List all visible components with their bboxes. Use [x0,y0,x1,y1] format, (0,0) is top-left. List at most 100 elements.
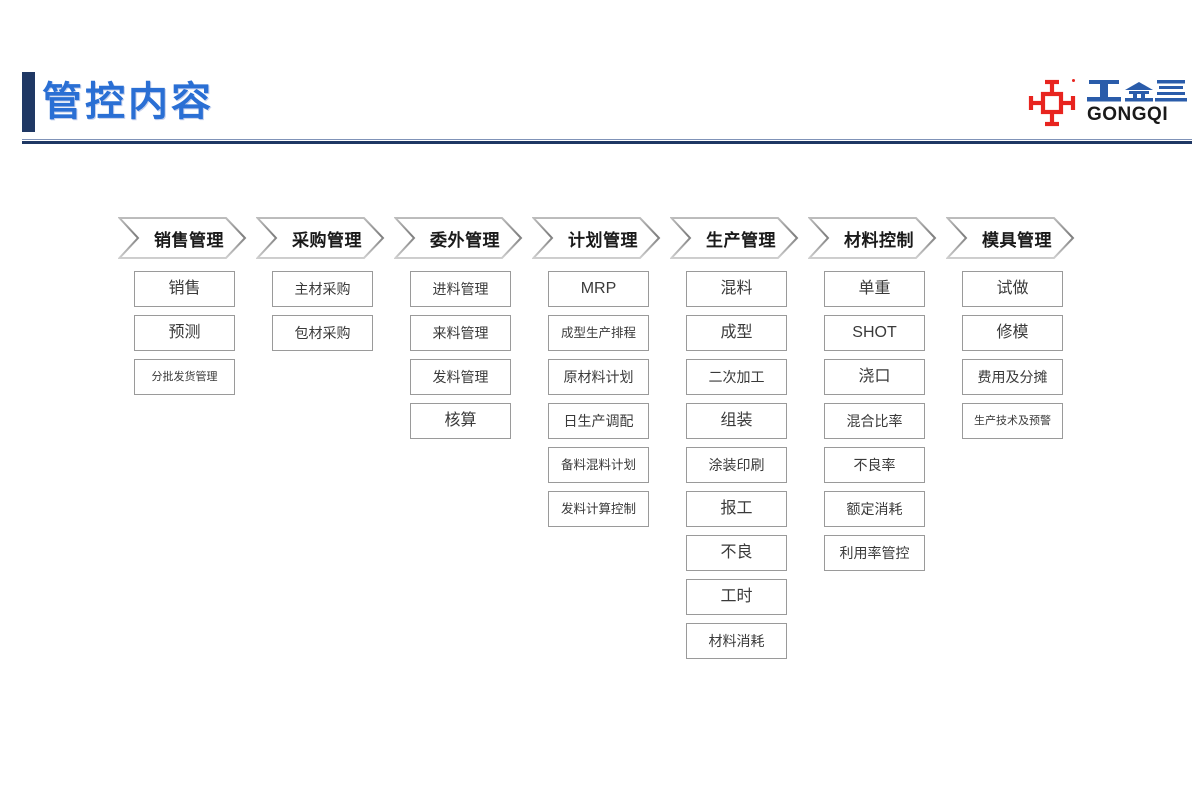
flow-column-items-4: 混料成型二次加工组装涂装印刷报工不良工时材料消耗 [686,271,816,659]
flow-item-label: 销售 [168,280,201,297]
flow-item-box[interactable]: 不良率 [824,447,925,483]
flow-item-box[interactable]: SHOT [824,315,925,351]
flow-column-header-3[interactable]: 计划管理 [532,216,662,260]
flow-column-items-5: 单重 SHOT 浇口混合比率不良率额定消耗利用率管控 [824,271,954,571]
flow-item-label: 不良率 [853,457,896,473]
flow-item-label: 成型生产排程 [560,325,636,340]
flow-column-3: 计划管理 MRP 成型生产排程原材料计划日生产调配备料混料计划发料计算控制 [532,216,678,535]
flow-item-label: 材料消耗 [708,633,765,649]
flow-column-header-2[interactable]: 委外管理 [394,216,524,260]
flow-item-box[interactable]: MRP [548,271,649,307]
flow-item-label: 日生产调配 [563,413,634,429]
flow-column-0: 销售管理销售预测分批发货管理 [118,216,264,403]
flow-item-box[interactable]: 利用率管控 [824,535,925,571]
flow-item-box[interactable]: 混料 [686,271,787,307]
flow-column-header-4[interactable]: 生产管理 [670,216,800,260]
flow-item-box[interactable]: 涂装印刷 [686,447,787,483]
flow-item-box[interactable]: 报工 [686,491,787,527]
flow-item-box[interactable]: 主材采购 [272,271,373,307]
flow-item-label: 涂装印刷 [708,457,765,473]
flow-item-box[interactable]: 工时 [686,579,787,615]
title-accent-bar [22,72,35,132]
flow-item-label: 生产技术及预警 [974,414,1051,427]
flow-item-box[interactable]: 混合比率 [824,403,925,439]
flow-item-label: 发料管理 [432,369,489,385]
flow-column-header-label: 委外管理 [430,230,500,250]
flow-column-header-label: 材料控制 [844,230,914,250]
flow-item-box[interactable]: 成型生产排程 [548,315,649,351]
flow-item-box[interactable]: 成型 [686,315,787,351]
flow-item-label: 浇口 [858,368,891,385]
flow-column-header-label: 模具管理 [982,230,1052,250]
flow-column-items-3: MRP 成型生产排程原材料计划日生产调配备料混料计划发料计算控制 [548,271,678,527]
flow-item-label: 费用及分摊 [977,369,1048,385]
flow-column-header-0[interactable]: 销售管理 [118,216,248,260]
flow-item-label: 单重 [858,280,891,297]
logo-en-text: GONGQI [1087,104,1169,125]
flow-item-box[interactable]: 费用及分摊 [962,359,1063,395]
flow-item-box[interactable]: 浇口 [824,359,925,395]
logo-cn-glyphs [1087,77,1187,105]
flow-item-box[interactable]: 发料计算控制 [548,491,649,527]
flow-item-label: 发料计算控制 [560,501,636,516]
flow-column-6: 模具管理试做修模费用及分摊生产技术及预警 [946,216,1092,447]
flow-item-box[interactable]: 组装 [686,403,787,439]
flow-column-header-1[interactable]: 采购管理 [256,216,386,260]
flow-column-items-1: 主材采购包材采购 [272,271,402,351]
flow-item-label: 试做 [996,280,1029,297]
flow-item-label: 额定消耗 [846,501,903,517]
flow-item-label: 利用率管控 [839,545,910,561]
flow-item-box[interactable]: 日生产调配 [548,403,649,439]
flow-item-box[interactable]: 发料管理 [410,359,511,395]
flow-item-label: 原材料计划 [563,369,634,385]
logo-wordmark: GONGQI [1087,77,1187,129]
flow-column-header-6[interactable]: 模具管理 [946,216,1076,260]
flow-item-label: 修模 [996,324,1029,341]
flow-column-header-5[interactable]: 材料控制 [808,216,938,260]
flow-item-box[interactable]: 单重 [824,271,925,307]
flow-item-box[interactable]: 材料消耗 [686,623,787,659]
flow-item-label: 混合比率 [846,413,903,429]
flow-item-box[interactable]: 修模 [962,315,1063,351]
flow-item-box[interactable]: 试做 [962,271,1063,307]
flow-item-label: 预测 [168,324,201,341]
flow-item-label: 二次加工 [708,369,765,385]
flow-item-label: 备料混料计划 [560,457,636,472]
flow-item-box[interactable]: 预测 [134,315,235,351]
flow-item-box[interactable]: 来料管理 [410,315,511,351]
page-header: 管控内容 [0,0,1200,150]
flow-column-header-label: 生产管理 [706,230,776,250]
flow-item-box[interactable]: 生产技术及预警 [962,403,1063,439]
flow-column-header-label: 计划管理 [568,230,638,250]
flow-item-label: 组装 [720,412,753,429]
flow-item-box[interactable]: 额定消耗 [824,491,925,527]
flow-column-items-2: 进料管理来料管理发料管理核算 [410,271,540,439]
flow-item-label: 混料 [720,280,753,297]
flow-item-label: 主材采购 [294,281,351,297]
flow-item-box[interactable]: 二次加工 [686,359,787,395]
flow-item-label: 工时 [720,588,753,605]
flow-item-label: 分批发货管理 [151,370,218,383]
flow-item-label: 报工 [720,500,753,517]
flow-item-label: MRP [580,280,617,297]
flow-item-box[interactable]: 进料管理 [410,271,511,307]
flow-column-4: 生产管理混料成型二次加工组装涂装印刷报工不良工时材料消耗 [670,216,816,667]
flow-item-box[interactable]: 分批发货管理 [134,359,235,395]
flow-item-box[interactable]: 包材采购 [272,315,373,351]
header-rule-thin [22,139,1192,140]
flow-item-box[interactable]: 销售 [134,271,235,307]
flow-item-label: 不良 [720,544,753,561]
flow-item-label: 成型 [720,324,753,341]
flow-item-label: SHOT [852,324,897,341]
flow-item-box[interactable]: 原材料计划 [548,359,649,395]
flow-item-box[interactable]: 不良 [686,535,787,571]
flow-item-label: 包材采购 [294,325,351,341]
flow-item-label: 进料管理 [432,281,489,297]
flow-column-items-6: 试做修模费用及分摊生产技术及预警 [962,271,1092,439]
page-title: 管控内容 [42,80,214,124]
flow-item-box[interactable]: 备料混料计划 [548,447,649,483]
flow-item-label: 核算 [444,412,477,429]
flow-column-5: 材料控制单重 SHOT 浇口混合比率不良率额定消耗利用率管控 [808,216,954,579]
flow-item-box[interactable]: 核算 [410,403,511,439]
